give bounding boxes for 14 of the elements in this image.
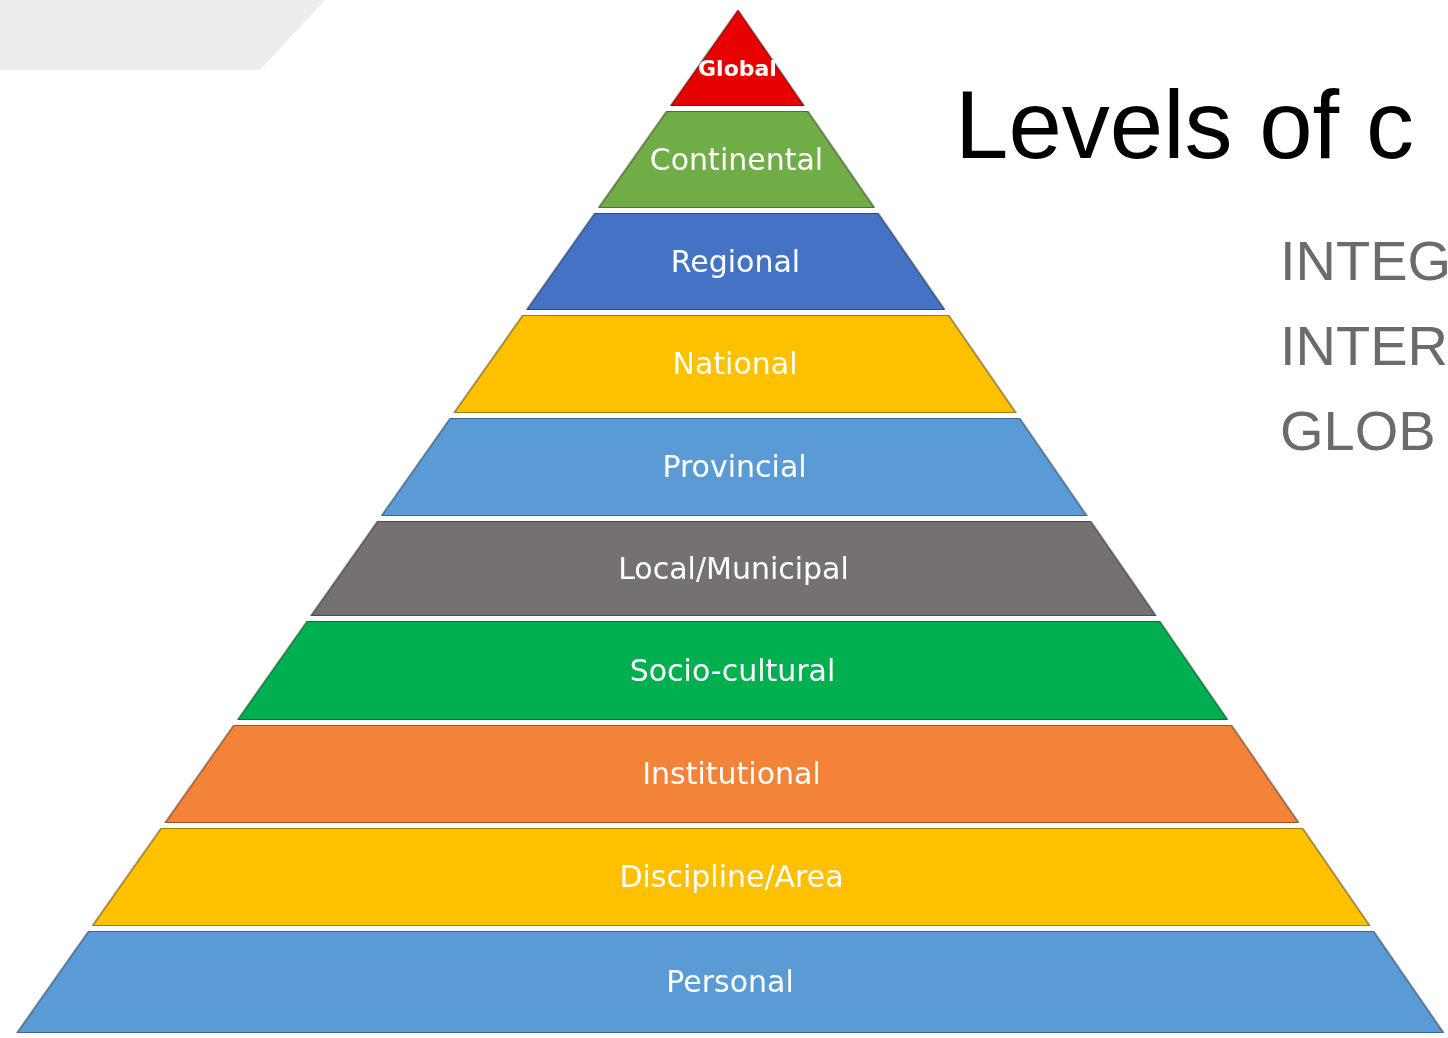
tier-label: Local/Municipal bbox=[617, 550, 850, 586]
tier-label: Global bbox=[697, 56, 778, 82]
tier-label: Socio-cultural bbox=[628, 652, 837, 688]
heading-text: INTER bbox=[1280, 313, 1448, 378]
heading-text: INTEG bbox=[1280, 228, 1448, 293]
tier-label: Continental bbox=[648, 141, 825, 177]
tier-label: Discipline/Area bbox=[618, 859, 845, 894]
tier-label: Institutional bbox=[641, 756, 822, 791]
tier-label: National bbox=[671, 346, 799, 381]
tier-label: Provincial bbox=[661, 449, 808, 484]
title: Levels of c bbox=[955, 70, 1414, 180]
tier-label: Personal bbox=[665, 964, 795, 999]
tier-label: Regional bbox=[669, 243, 802, 279]
heading-text: GLOB bbox=[1280, 398, 1436, 463]
